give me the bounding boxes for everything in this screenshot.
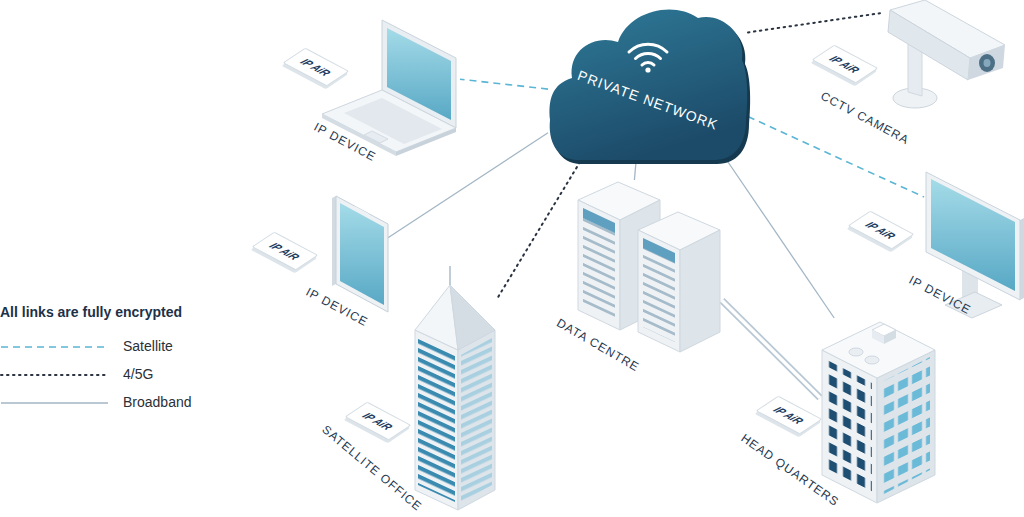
camera-front bbox=[968, 45, 1005, 80]
laptop-trackpad bbox=[364, 131, 388, 143]
legend-text: Satellite bbox=[123, 338, 173, 354]
network-link bbox=[634, 162, 636, 180]
ip-air-unit: IP AiR bbox=[812, 45, 879, 84]
tower-windows bbox=[418, 338, 455, 502]
link-line bbox=[722, 300, 820, 397]
camera-lens bbox=[984, 59, 991, 67]
hq-roof-unit bbox=[849, 348, 863, 356]
site-node: DATA CENTRE bbox=[576, 180, 722, 352]
wifi-icon bbox=[642, 63, 654, 65]
ip-air-unit: IP AiR bbox=[252, 232, 319, 271]
legend-text: Broadband bbox=[123, 394, 192, 410]
wifi-icon bbox=[629, 44, 667, 52]
legend-row: Satellite bbox=[0, 337, 260, 357]
wifi-icon bbox=[645, 67, 650, 72]
network-link bbox=[722, 300, 820, 397]
legend-line-sample bbox=[0, 337, 110, 357]
unit-label: IP AiR bbox=[827, 54, 863, 74]
phone-screen bbox=[340, 203, 384, 305]
unit-label: IP AiR bbox=[298, 57, 334, 77]
site-node: SATELLITE OFFICE bbox=[412, 265, 498, 513]
ip-air-unit: IP AiR bbox=[848, 211, 915, 250]
tower-side bbox=[458, 330, 495, 510]
legend-heading: All links are fully encrypted bbox=[0, 304, 182, 320]
legend-row: Broadband bbox=[0, 393, 260, 413]
phone-body bbox=[336, 196, 388, 312]
network-link bbox=[460, 79, 548, 89]
monitor-bezel bbox=[926, 172, 1020, 300]
server-front bbox=[638, 230, 680, 352]
site-label: HEAD QUARTERS bbox=[738, 431, 841, 509]
phone-illustration bbox=[332, 196, 388, 312]
monitor-screen bbox=[931, 179, 1015, 291]
phone-notch bbox=[355, 208, 368, 215]
legend-line-sample bbox=[0, 365, 110, 385]
server-illustration bbox=[578, 182, 720, 352]
legend-line-sample bbox=[0, 393, 110, 413]
legend-row: 4/5G bbox=[0, 365, 260, 385]
device-label: IP DEVICE bbox=[312, 120, 379, 164]
office-tower-illustration bbox=[415, 266, 495, 510]
link-line bbox=[498, 162, 580, 297]
hq-roof bbox=[822, 322, 935, 378]
server-front bbox=[578, 200, 620, 330]
link-line bbox=[460, 79, 548, 89]
cloud-node: PRIVATE NETWORK bbox=[548, 0, 748, 162]
network-link bbox=[748, 13, 880, 32]
tower-front bbox=[415, 330, 458, 510]
camera-lens bbox=[979, 54, 995, 72]
server-panel bbox=[643, 238, 675, 263]
link-line bbox=[748, 13, 880, 32]
unit-label: IP AiR bbox=[771, 405, 807, 425]
link-line bbox=[634, 162, 636, 180]
wifi-icon bbox=[636, 53, 661, 58]
legend-line-sample bbox=[1, 402, 108, 403]
legend-text: 4/5G bbox=[123, 366, 153, 382]
device-node: CCTV CAMERA bbox=[880, 0, 1008, 110]
device-label: IP DEVICE bbox=[907, 273, 974, 317]
hq-roof-unit bbox=[865, 356, 879, 364]
server-panel bbox=[583, 208, 615, 233]
device-node: IP DEVICE bbox=[318, 18, 460, 154]
unit-label: IP AiR bbox=[863, 220, 899, 240]
phone-edge bbox=[332, 196, 336, 286]
device-node: IP DEVICE bbox=[924, 170, 1024, 320]
tower-windows bbox=[461, 338, 492, 502]
tower-roof bbox=[450, 285, 495, 350]
cloud-face bbox=[550, 10, 748, 160]
site-node: HEAD QUARTERS bbox=[820, 318, 938, 508]
link-line bbox=[722, 300, 820, 397]
camera-side bbox=[888, 10, 970, 80]
unit-label: IP AiR bbox=[360, 411, 396, 431]
link-line bbox=[728, 162, 834, 318]
legend-line-sample bbox=[1, 374, 108, 376]
device-label: IP DEVICE bbox=[304, 285, 371, 329]
laptop-keyboard bbox=[344, 98, 442, 144]
monitor-edge bbox=[1020, 218, 1024, 300]
ip-air-unit: IP AiR bbox=[345, 402, 412, 441]
ip-air-unit: IP AiR bbox=[283, 48, 350, 87]
headquarters-illustration bbox=[822, 322, 935, 503]
ip-air-unit: IP AiR bbox=[756, 396, 823, 435]
legend-line-sample bbox=[1, 346, 108, 348]
hq-roof-box bbox=[872, 330, 884, 344]
camera-illustration bbox=[888, 0, 1005, 108]
device-label: CCTV CAMERA bbox=[818, 89, 911, 148]
hq-balconies bbox=[882, 357, 930, 495]
unit-label: IP AiR bbox=[267, 241, 303, 261]
hq-roof-box bbox=[884, 330, 896, 344]
tower-antenna bbox=[449, 266, 451, 285]
device-node: IP DEVICE bbox=[332, 196, 388, 312]
site-label: SATELLITE OFFICE bbox=[319, 422, 424, 514]
site-label: DATA CENTRE bbox=[554, 316, 642, 375]
server-side bbox=[680, 230, 720, 352]
network-link bbox=[498, 162, 580, 297]
network-link bbox=[728, 162, 834, 318]
hq-windows bbox=[827, 360, 872, 495]
